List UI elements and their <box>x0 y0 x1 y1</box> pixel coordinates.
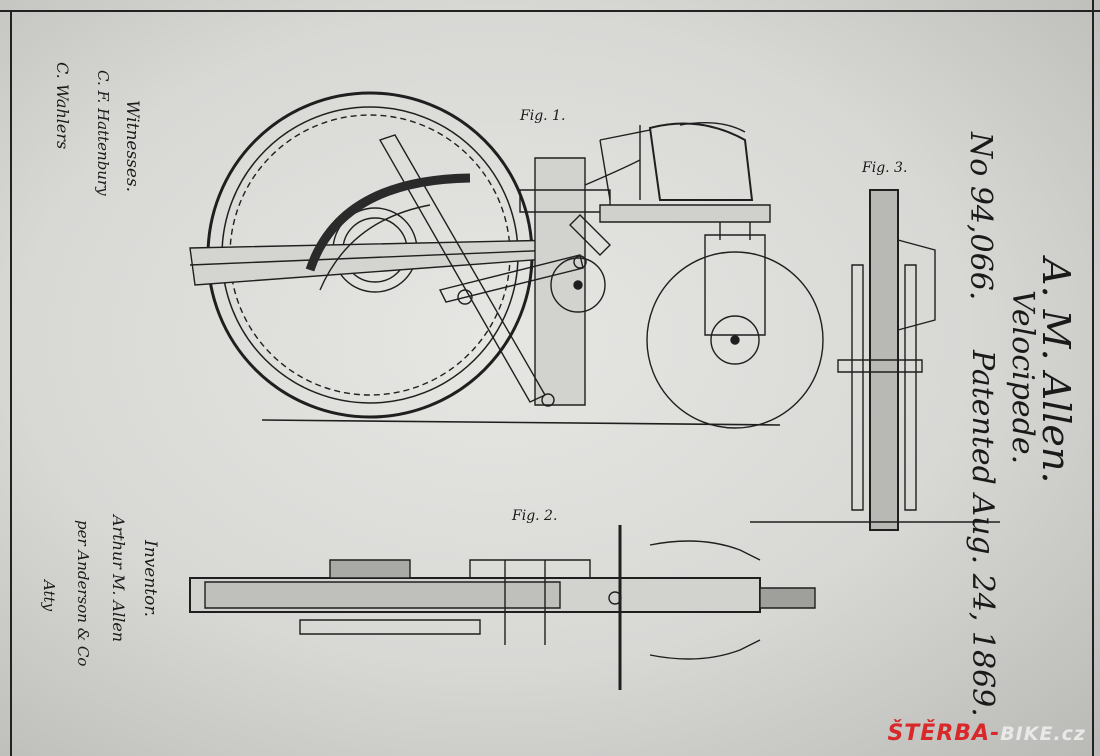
attorney-signature: per Anderson & Co <box>74 520 92 667</box>
fig3-end-view <box>750 189 1000 531</box>
fig1-seat <box>584 121 754 201</box>
border-right <box>1092 0 1094 756</box>
attorney-abbrev: Atty <box>40 580 58 612</box>
border-top <box>0 10 1100 12</box>
witness-signature-2: C. Wahlers <box>53 62 72 150</box>
fig2-plan-view <box>189 525 816 690</box>
patent-title: Velocipede. <box>1005 290 1040 465</box>
site-watermark: ŠTĚRBA-BIKE.cz <box>887 721 1086 746</box>
fig2-label: Fig. 2. <box>512 508 558 524</box>
patent-number: No 94,066. <box>963 132 998 301</box>
patent-date: Patented Aug. 24, 1869. <box>965 350 1000 717</box>
watermark-suffix: BIKE.cz <box>1000 723 1086 745</box>
watermark-brand: ŠTĚRBA- <box>887 721 1001 746</box>
fig3-label: Fig. 3. <box>862 160 908 176</box>
patent-inventor-name: A. M. Allen. <box>1034 258 1078 484</box>
fig1-frame <box>189 134 771 407</box>
inventor-signature: Arthur M. Allen <box>109 515 128 643</box>
fig1-front-wheel <box>646 222 824 429</box>
witness-signature-1: C. F. Hattenbury <box>94 70 112 196</box>
witnesses-heading: Witnesses. <box>122 100 142 193</box>
border-left <box>10 10 12 756</box>
fig1-label: Fig. 1. <box>520 108 566 124</box>
inventor-heading: Inventor. <box>140 540 160 618</box>
